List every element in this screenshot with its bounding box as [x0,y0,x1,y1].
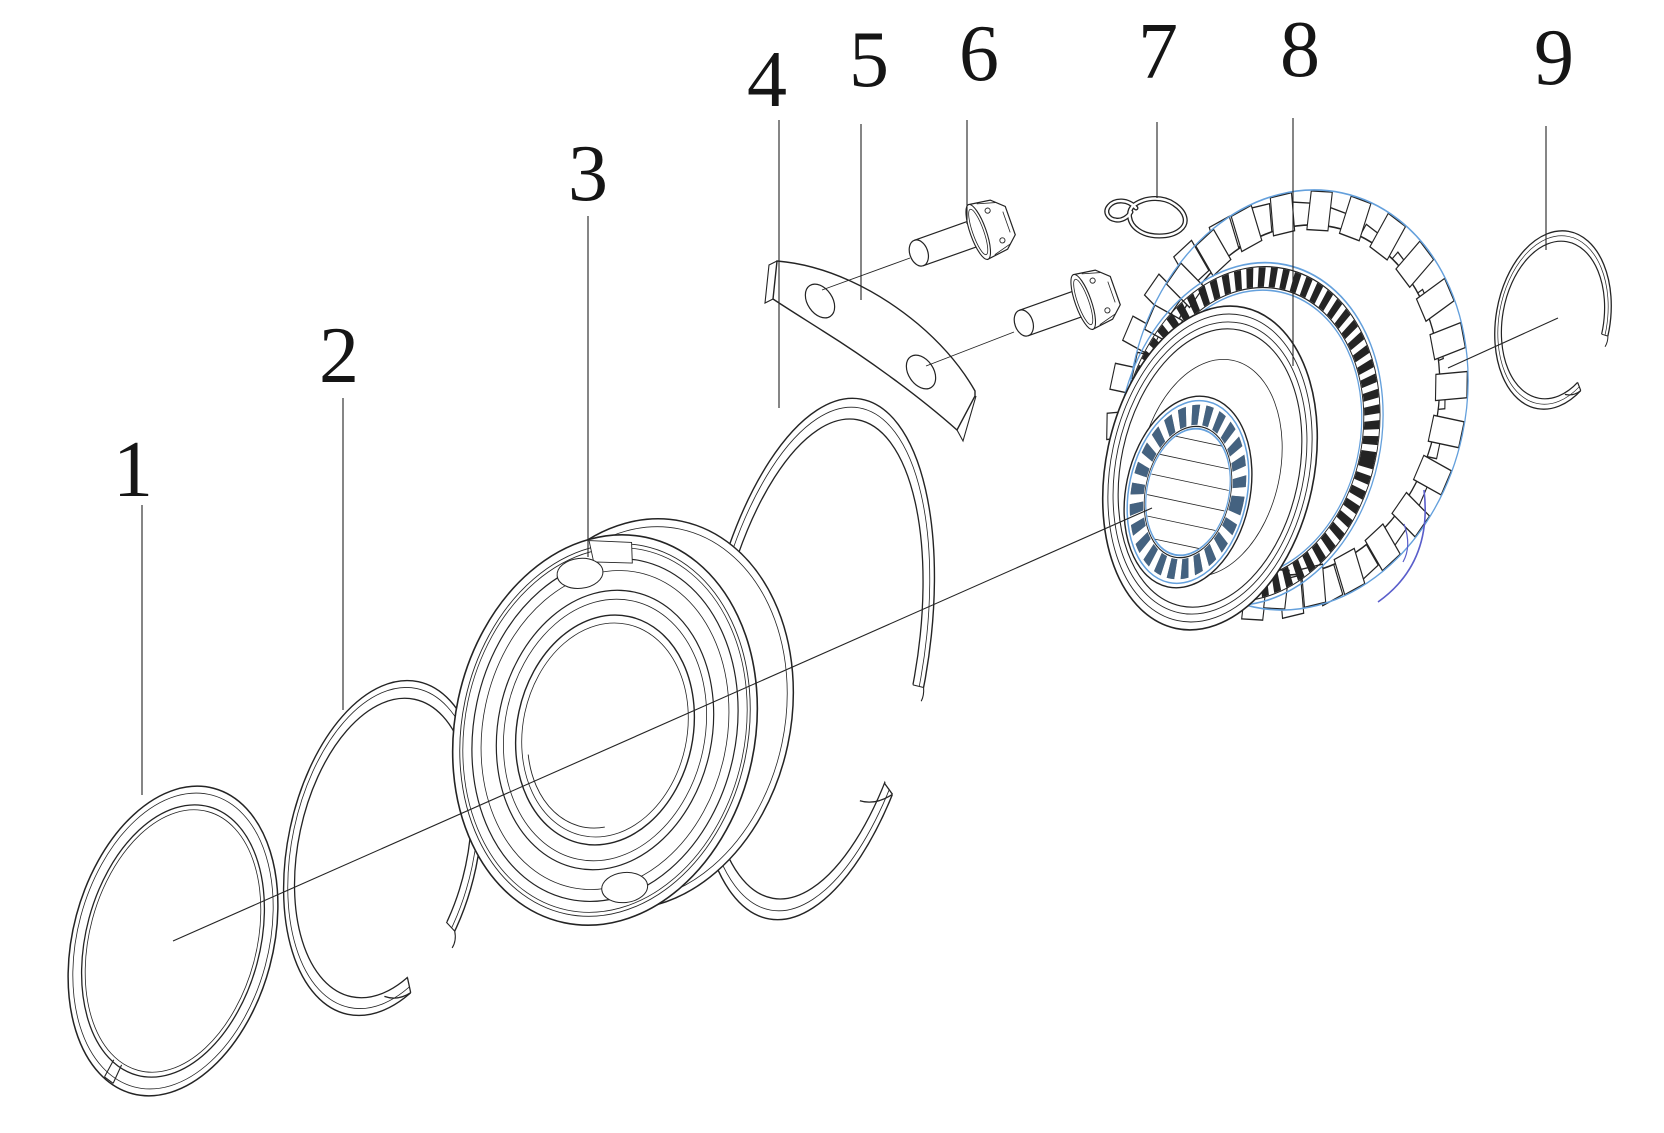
ring-split-notch [104,1059,123,1084]
part-number-label: 5 [849,16,889,104]
part-8-splined-gear-hub [1069,158,1506,652]
bearing-roller [601,871,649,904]
part-5-curved-lock-plate [764,260,977,443]
part-4-large-snap-ring [694,397,951,921]
part-1-retaining-ring [67,785,279,1097]
callout-1: 1 [113,426,153,795]
part-number-label: 4 [747,36,787,124]
part-number-label: 8 [1280,6,1320,94]
part-number-label: 7 [1138,8,1178,96]
part-6-bolt-b [1005,262,1126,354]
centerline [1447,317,1559,369]
callout-7: 7 [1138,8,1178,198]
callout-3: 3 [568,130,608,557]
assembly-guide-lines [821,257,1015,367]
part-number-label: 1 [113,426,153,514]
callout-9: 9 [1534,14,1574,250]
plate-hole [905,354,937,390]
centerline [172,507,1153,942]
part-2-snap-ring [282,679,484,1022]
part-9-small-snap-ring [1494,230,1625,412]
part-6-bolt-a [900,192,1021,284]
callout-2: 2 [319,312,359,710]
part-number-label: 2 [319,312,359,400]
part-3-roller-bearing [451,518,795,927]
callout-8: 8 [1280,6,1320,366]
callout-6: 6 [959,10,999,224]
bearing-cage-window [588,540,633,564]
part-number-label: 6 [959,10,999,98]
plate-hole [804,283,836,319]
callout-5: 5 [849,16,889,300]
part-number-label: 3 [568,130,608,218]
gear-tip-highlight-circle [1127,189,1469,611]
callout-4: 4 [747,36,787,408]
bearing-roller [556,557,604,589]
cad-accent-curve [1402,523,1409,563]
axis-centerlines [172,317,1559,942]
spline-bore [1123,395,1253,589]
part-number-label: 9 [1534,14,1574,102]
part-7-wire-lock-clip [1104,196,1188,239]
cad-accent-curve [1377,489,1426,603]
